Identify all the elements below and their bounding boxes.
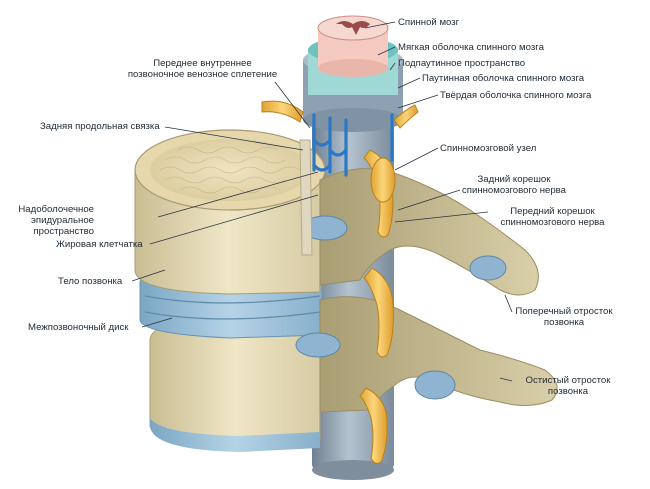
label-spinous-process: Остистый отросток позвонка (512, 375, 624, 397)
label-epidural-space: Надоболочечное эпидуральное пространство (14, 204, 94, 237)
vertebral-body-upper (134, 129, 326, 295)
label-epidural-space-line3: пространство (33, 226, 94, 237)
label-spinous-process-line1: Остистый отросток (525, 375, 611, 386)
label-dorsal-root-line1: Задний корешок (477, 174, 551, 185)
label-arachnoid: Паутинная оболочка спинного мозга (422, 73, 585, 84)
venous-plexus (312, 113, 394, 177)
label-transverse-process-line1: Поперечный отросток (515, 306, 613, 317)
label-disc: Межпозвоночный диск (28, 322, 129, 333)
label-fat-tissue: Жировая клетчатка (56, 239, 143, 250)
label-venous-plexus-line2: позвоночное венозное сплетение (127, 69, 278, 80)
label-epidural-space-line1: Надоболочечное (18, 204, 94, 215)
label-dura-mater: Твёрдая оболочка спинного мозга (440, 90, 592, 101)
label-transverse-process-line2: позвонка (543, 317, 585, 328)
leader-lines (131, 21, 513, 382)
label-spinous-process-line2: позвонка (547, 386, 589, 397)
label-spinal-cord: Спинной мозг (398, 17, 460, 28)
label-vertebral-body: Тело позвонка (58, 276, 123, 287)
spinal-nerves (261, 100, 419, 464)
label-dorsal-root-line2: спинномозгового нерва (461, 185, 567, 196)
label-dorsal-root: Задний корешок спинномозгового нерва (460, 174, 568, 196)
label-posterior-ligament: Задняя продольная связка (40, 121, 160, 132)
spinal-cord-membranes (303, 15, 403, 132)
label-subarachnoid-space: Подпаутинное пространство (398, 58, 526, 69)
label-venous-plexus: Переднее внутреннее позвоночное венозное… (120, 58, 285, 80)
label-spinal-ganglion: Спинномозговой узел (440, 143, 537, 154)
label-venous-plexus-line1: Переднее внутреннее (153, 58, 252, 69)
label-transverse-process: Поперечный отросток позвонка (505, 306, 623, 328)
vertebral-arch-upper (302, 168, 539, 296)
label-pia-mater: Мягкая оболочка спинного мозга (398, 42, 544, 53)
posterior-ligament (299, 139, 313, 256)
label-ventral-root-line1: Передний корешок (510, 206, 595, 217)
label-epidural-space-line2: эпидуральное (31, 215, 94, 226)
label-ventral-root: Передний корешок спинномозгового нерва (490, 206, 615, 228)
label-ventral-root-line2: спинномозгового нерва (500, 217, 605, 228)
